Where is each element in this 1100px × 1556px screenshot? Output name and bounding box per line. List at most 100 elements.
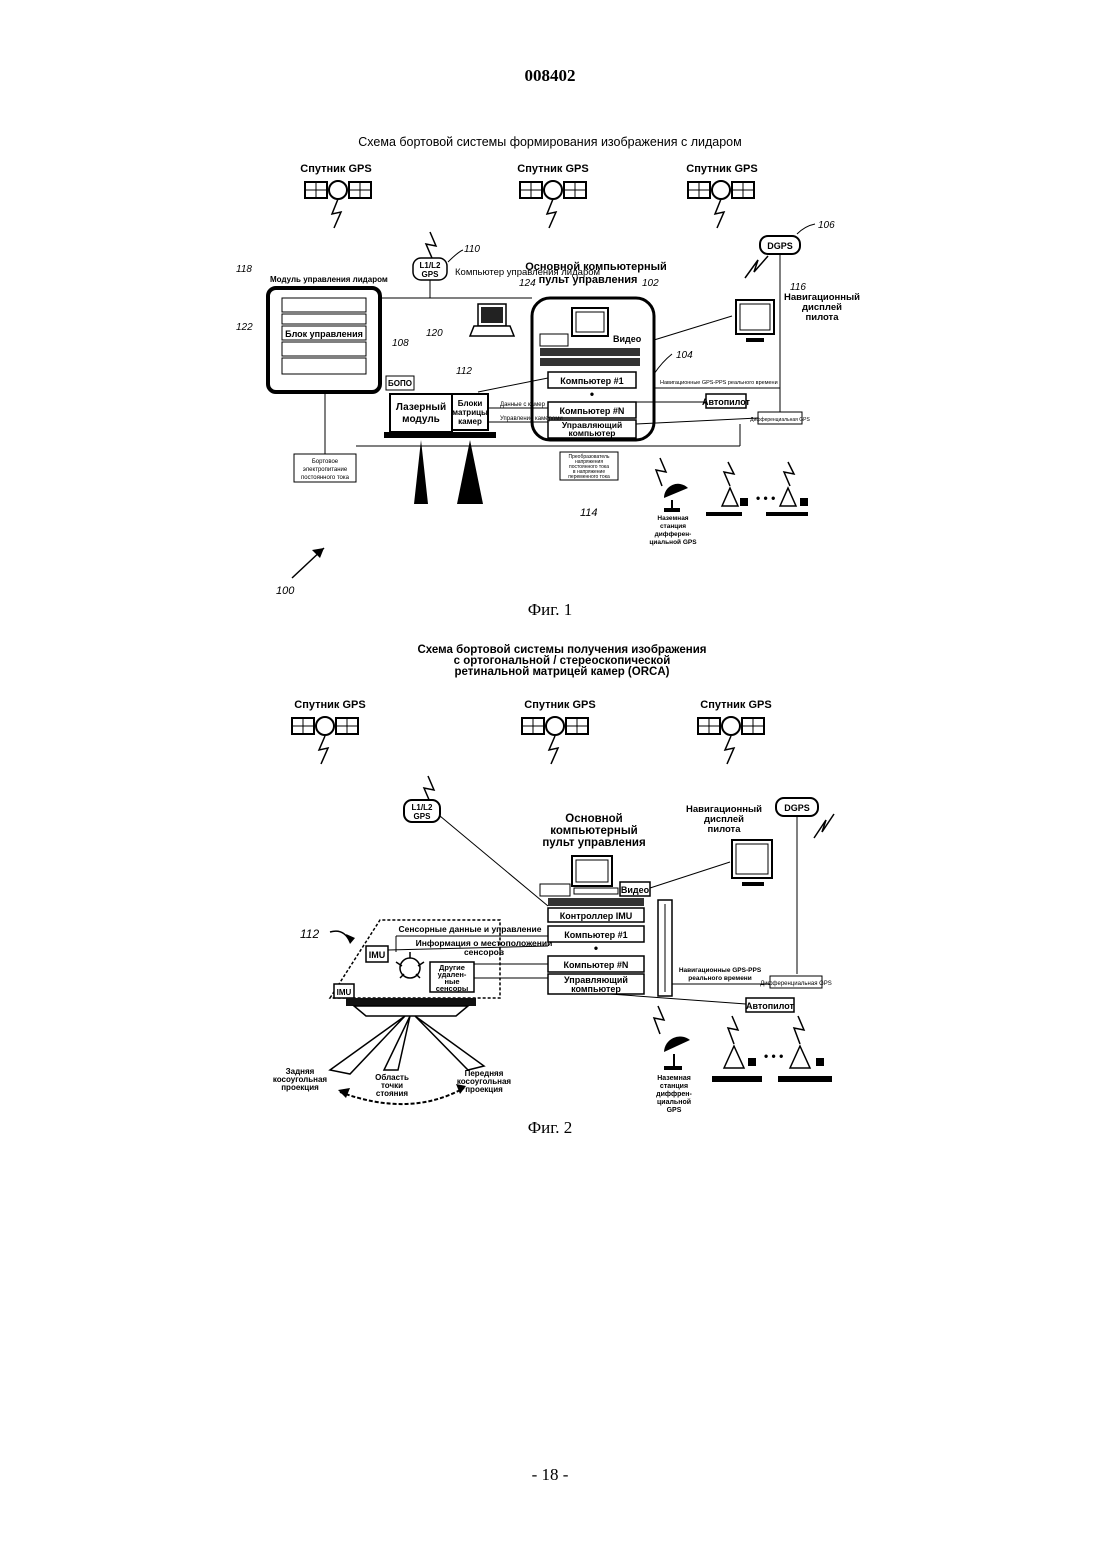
satellite-icon: [722, 717, 740, 735]
main-console-title: пульт управления: [542, 837, 645, 849]
ground-station-label: Наземная: [657, 1075, 691, 1082]
satellite-icon: [329, 181, 347, 199]
control-computer-label: компьютер: [569, 428, 616, 438]
nav-gps-pps-label: реального времени: [688, 975, 751, 982]
ref-112: 112: [300, 927, 319, 941]
satellite-dish-icon: [664, 1036, 690, 1070]
gps-label: GPS: [414, 812, 432, 821]
gps-satellite-1: Спутник GPS: [300, 163, 371, 228]
autopilot-label: Автопилот: [702, 397, 751, 407]
ref-112: 112: [456, 366, 472, 377]
rear-projection-label: проекция: [281, 1083, 319, 1092]
laptop-icon: [470, 304, 514, 336]
ref-118: 118: [236, 264, 252, 275]
camera-field-of-view: [457, 440, 483, 504]
rear-projection-beam: [330, 1016, 405, 1074]
ground-tower-icon: [790, 1016, 824, 1068]
imu-controller-label: Контроллер IMU: [560, 911, 632, 921]
gps-satellite-label: Спутник GPS: [700, 699, 771, 711]
figure-1-diagram: Схема бортовой системы формирования изоб…: [0, 0, 1100, 620]
page-number: - 18 -: [0, 1465, 1100, 1485]
diff-gps-label: Дифференциальная GPS: [750, 417, 810, 423]
computer-1-label: Компьютер #1: [564, 930, 627, 940]
main-console-title: Основной компьютерный: [525, 261, 667, 273]
main-console-title: пульт управления: [539, 274, 638, 286]
signal-icon: [814, 814, 834, 838]
sensor-mount-base: [346, 998, 476, 1006]
control-block-label: Блок управления: [285, 329, 363, 339]
fig1-caption: Фиг. 1: [0, 600, 1100, 620]
laser-module-label: модуль: [402, 414, 440, 425]
camera-control-label: Управление камерами: [500, 416, 563, 422]
ref-106: 106: [818, 220, 835, 231]
gps-satellite-2: Спутник GPS: [517, 163, 588, 228]
nadir-label: стояния: [376, 1089, 408, 1098]
ground-tower-icon: [780, 462, 808, 506]
autopilot-label: Автопилот: [746, 1001, 795, 1011]
ground-station-label: циальной: [657, 1098, 691, 1106]
nav-display-label: пилота: [806, 312, 840, 323]
nav-display-label: пилота: [708, 824, 742, 835]
power-label: Бортовое: [312, 459, 339, 465]
gps-satellite-label: Спутник GPS: [524, 699, 595, 711]
nav-gps-pps-label: Навигационные GPS-PPS реального времени: [660, 380, 778, 386]
ground-station-label: циальной GPS: [649, 538, 697, 546]
ground-station-label: станция: [660, 1083, 688, 1090]
ref-102: 102: [642, 278, 659, 289]
laser-module-label: Лазерный: [396, 402, 446, 413]
gps-satellite-label: Спутник GPS: [517, 163, 588, 175]
power-label: электропитание: [303, 467, 348, 473]
dgps-label: DGPS: [784, 803, 810, 813]
l1l2-label: L1/L2: [412, 803, 433, 812]
power-label: постоянного тока: [301, 475, 350, 481]
svg-text:•: •: [594, 941, 598, 955]
satellite-icon: [316, 717, 334, 735]
satellite-icon: [712, 181, 730, 199]
satellite-icon: [544, 181, 562, 199]
signal-icon: [424, 776, 434, 802]
signal-icon: [332, 199, 341, 228]
dgps-label: DGPS: [767, 241, 793, 251]
ground-station-label: Наземная: [657, 515, 688, 522]
signal-icon: [745, 256, 768, 278]
gps-satellite-label: Спутник GPS: [686, 163, 757, 175]
ground-station-label: диффрен-: [656, 1091, 692, 1098]
laser-module: [390, 394, 452, 432]
figure-2-diagram: Схема бортовой системы получения изображ…: [0, 630, 1100, 1130]
ref-108: 108: [392, 338, 409, 349]
svg-text:• • •: • • •: [756, 491, 775, 505]
fig2-title: ретинальной матрицей камер (ORCA): [455, 666, 670, 678]
gps-satellite-label: Спутник GPS: [300, 163, 371, 175]
ground-tower-icon: [724, 1016, 756, 1068]
imu-label: IMU: [337, 988, 352, 997]
gps-satellite-1: Спутник GPS: [292, 699, 366, 764]
fig2-caption: Фиг. 2: [0, 1118, 1100, 1138]
video-label: Видео: [621, 885, 650, 895]
gps-satellite-2: Спутник GPS: [522, 699, 596, 764]
ground-station-label: GPS: [667, 1107, 682, 1114]
ground-tower-icon: [722, 462, 748, 506]
camera-blocks-label: матрицы: [452, 408, 488, 417]
ground-station-label: станция: [660, 523, 686, 530]
ref-122: 122: [236, 322, 253, 333]
computer-n-label: Компьютер #N: [560, 406, 625, 416]
ref-110: 110: [464, 244, 480, 255]
sensor-data-label: Сенсорные данные и управление: [399, 924, 542, 934]
bopo-label: БОПО: [388, 379, 412, 388]
converter-label: переменного тока: [568, 474, 610, 480]
main-console-title: компьютерный: [550, 825, 637, 837]
ref-104: 104: [676, 350, 693, 361]
front-projection-label: проекция: [465, 1085, 503, 1094]
ref-120: 120: [426, 328, 443, 339]
camera-data-label: Данные с камер: [500, 402, 546, 408]
gps-satellite-label: Спутник GPS: [294, 699, 365, 711]
computer-1-label: Компьютер #1: [560, 376, 623, 386]
ref-100: 100: [276, 585, 295, 597]
gps-label: GPS: [422, 270, 440, 279]
camera-blocks-label: камер: [458, 417, 482, 426]
lidar-module-label: Модуль управления лидаром: [270, 275, 388, 284]
signal-icon: [656, 458, 666, 486]
camera-blocks-label: Блоки: [458, 399, 483, 408]
ref-114: 114: [580, 507, 598, 519]
nav-gps-pps-label: Навигационные GPS-PPS: [679, 967, 762, 974]
